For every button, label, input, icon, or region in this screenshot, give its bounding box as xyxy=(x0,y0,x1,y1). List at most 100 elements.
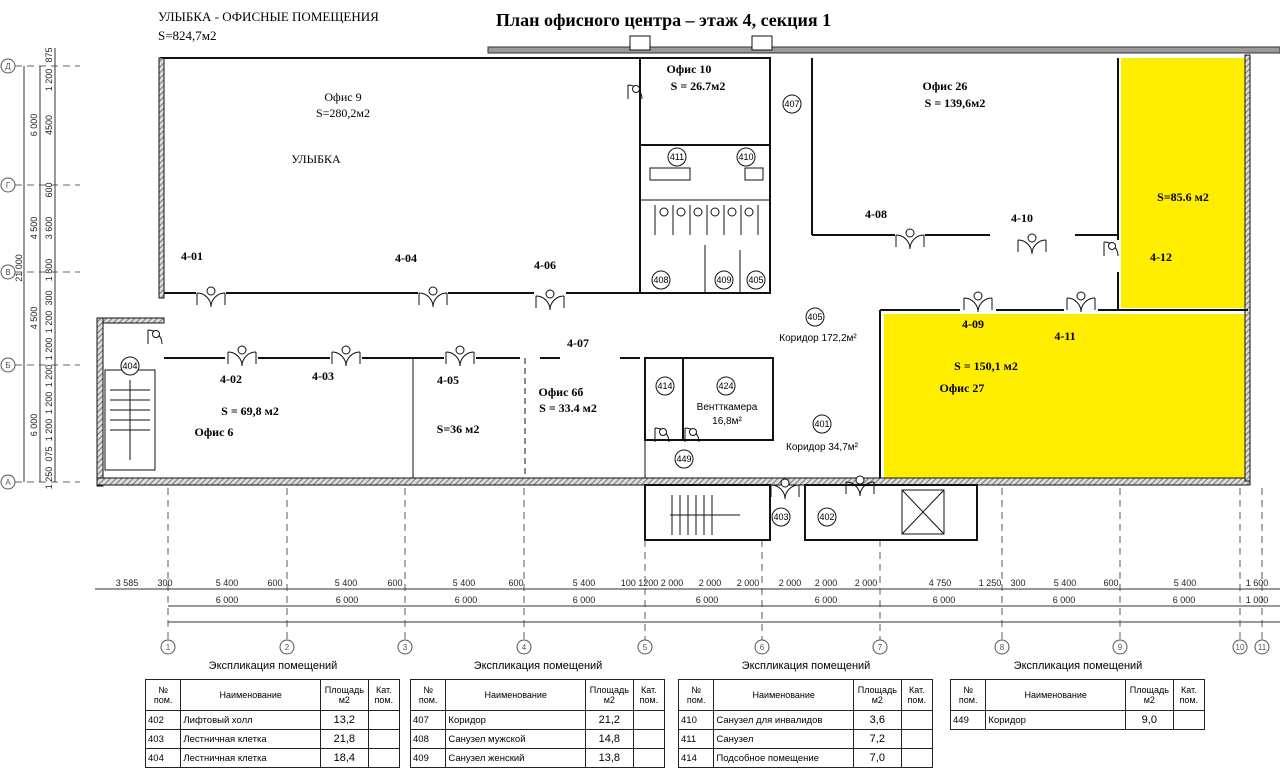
axis-bubble: В xyxy=(0,264,16,280)
dimension-lines xyxy=(23,48,1280,623)
axis-label: 7 xyxy=(878,643,883,652)
office-6-name[interactable]: Офис 6 xyxy=(195,425,234,439)
room-number-bubble: 405 xyxy=(746,270,766,290)
svg-text:407: 407 xyxy=(784,99,799,109)
axis-label: Д xyxy=(5,62,11,71)
axis-bubble: 2 xyxy=(279,639,295,655)
outer-walls xyxy=(96,35,1280,487)
office-27-name[interactable]: Офис 27 xyxy=(940,381,985,395)
office-85-highlight[interactable] xyxy=(1121,58,1245,308)
dim-label: 600 xyxy=(387,578,402,588)
dim-label: 1 800 xyxy=(44,259,54,282)
axis-label: Б xyxy=(5,361,10,370)
dim-label: 6 000 xyxy=(696,595,719,605)
office-26-area: S = 139,6м2 xyxy=(925,96,986,110)
dimension-labels-left: 6 000 4 500 4 500 6 000 21 000 875 1 200… xyxy=(14,47,54,489)
axis-label: 11 xyxy=(1258,643,1267,652)
vent-room-area: 16,8м² xyxy=(712,416,742,427)
dim-label: 075 xyxy=(44,446,54,461)
service-labels: Коридор 172,2м² Вентткамера 16,8м² Корид… xyxy=(697,333,859,453)
header-name: Наименование xyxy=(713,679,855,711)
dim-label: 6 000 xyxy=(1053,595,1076,605)
svg-text:411: 411 xyxy=(670,152,684,162)
dim-label: 2 000 xyxy=(855,578,878,588)
dim-label: 2 000 xyxy=(699,578,722,588)
dim-label: 6 000 xyxy=(29,414,39,437)
axis-label: 6 xyxy=(760,643,765,652)
dim-label: 6 000 xyxy=(1173,595,1196,605)
dim-label: 1 250 xyxy=(44,467,54,490)
axis-label: 4 xyxy=(522,643,527,652)
dim-label: 4 500 xyxy=(29,217,39,240)
header-cat: Кат. пом. xyxy=(632,679,666,711)
header-cat: Кат. пом. xyxy=(1172,679,1206,711)
svg-text:424: 424 xyxy=(718,381,733,391)
header-area: Площадь м2 xyxy=(320,679,369,711)
axis-bubble: 10 xyxy=(1232,639,1248,655)
plan-title: План офисного центра – этаж 4, секция 1 xyxy=(496,10,832,30)
toilet-stalls xyxy=(649,167,764,293)
svg-text:403: 403 xyxy=(773,512,788,522)
door-label: 4-12 xyxy=(1150,250,1172,264)
room-number-bubble: 405 xyxy=(805,307,825,327)
dim-label: 1 200 xyxy=(44,365,54,388)
axis-markers: 1 2 3 4 5 6 7 8 9 10 11 Д Г В Б А xyxy=(0,58,1270,655)
header-area: Площадь м2 xyxy=(1125,679,1174,711)
dim-label: 5 400 xyxy=(335,578,358,588)
dim-label: 5 400 xyxy=(453,578,476,588)
table-2-title: Экспликация помещений xyxy=(473,660,603,672)
axis-bubble: 7 xyxy=(872,639,888,655)
dim-label: 2 000 xyxy=(737,578,760,588)
svg-text:414: 414 xyxy=(657,381,672,391)
svg-text:409: 409 xyxy=(716,275,731,285)
header-no: № пом. xyxy=(949,679,987,711)
tenant-label: УЛЫБКА xyxy=(291,152,341,166)
dim-label: 3 585 xyxy=(116,578,139,588)
header-area: Площадь м2 xyxy=(585,679,634,711)
axis-bubble: 4 xyxy=(516,639,532,655)
office-27-highlight[interactable] xyxy=(884,314,1245,478)
office-10-area: S = 26.7м2 xyxy=(671,79,726,93)
office-6b-area: S = 33.4 м2 xyxy=(539,401,597,415)
dim-label: 1 000 xyxy=(1246,595,1269,605)
dim-label: 6 000 xyxy=(216,595,239,605)
dim-label: 5 400 xyxy=(573,578,596,588)
office-6b-name[interactable]: Офис 6б xyxy=(539,385,584,399)
office-10-name[interactable]: Офис 10 xyxy=(667,62,712,76)
company-label: УЛЫБКА - ОФИСНЫЕ ПОМЕЩЕНИЯ xyxy=(158,9,379,24)
axis-label: 9 xyxy=(1118,643,1123,652)
dim-label: 5 400 xyxy=(1174,578,1197,588)
dim-label: 300 xyxy=(44,290,54,305)
office-26-name[interactable]: Офис 26 xyxy=(923,79,968,93)
dim-label: 2 000 xyxy=(815,578,838,588)
axis-bubble: 8 xyxy=(994,639,1010,655)
axis-label: А xyxy=(5,478,11,487)
dim-label: 1 200 xyxy=(44,338,54,361)
room-number-bubble: 408 xyxy=(651,270,671,290)
room-number-bubble: 404 xyxy=(120,356,140,376)
door-label: 4-07 xyxy=(567,336,589,350)
room-number-bubble: 411 xyxy=(667,147,687,167)
dim-label: 1 200 xyxy=(44,419,54,442)
dim-label: 6 000 xyxy=(815,595,838,605)
dim-label: 4 750 xyxy=(929,578,952,588)
dim-label: 2 000 xyxy=(779,578,802,588)
table-1-title: Экспликация помещений xyxy=(208,660,338,672)
office-9-name[interactable]: Офис 9 xyxy=(324,90,361,104)
room-number-bubble: 407 xyxy=(782,94,802,114)
dim-label: 600 xyxy=(1103,578,1118,588)
header-cat: Кат. пом. xyxy=(367,679,401,711)
corridor-401-label: Коридор 34,7м² xyxy=(786,442,859,453)
door-label: 4-10 xyxy=(1011,211,1033,225)
axis-bubble: 9 xyxy=(1112,639,1128,655)
svg-text:404: 404 xyxy=(122,361,137,371)
